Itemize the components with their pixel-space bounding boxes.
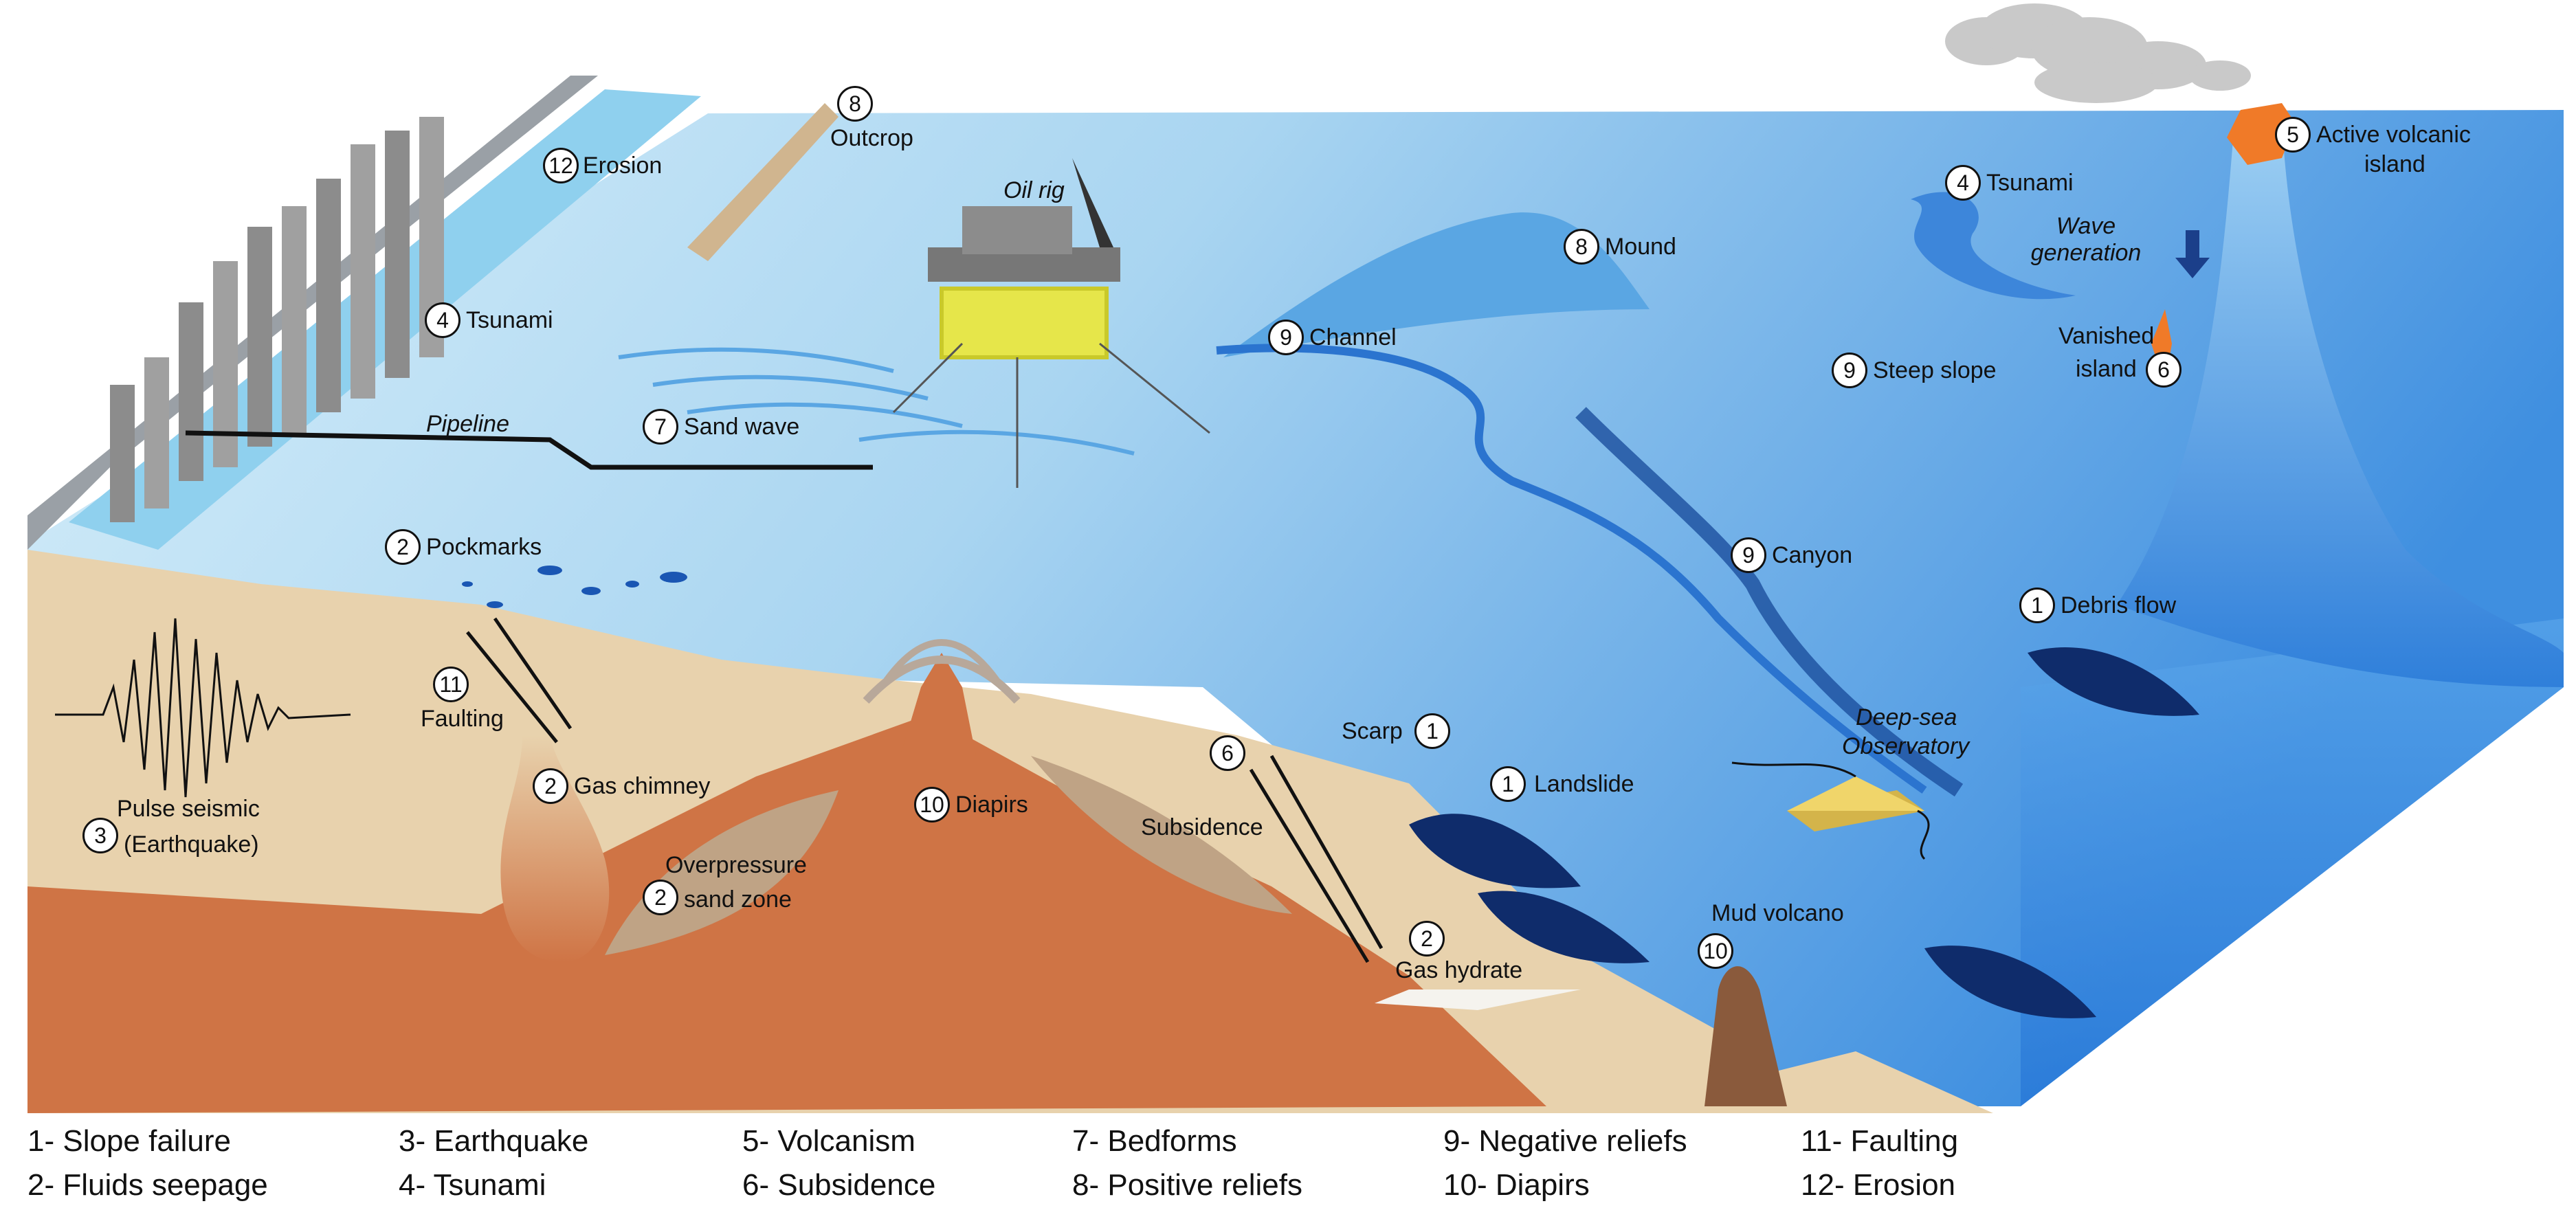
diapir (900, 653, 976, 756)
seafloor-surface (27, 110, 2564, 1106)
subsidence-arrow (2175, 230, 2210, 278)
subsidence-sand-zone (1031, 756, 1292, 914)
tsunami-sea-number: 4 (1945, 165, 1981, 201)
pulse-seismic-label-line1: Pulse seismic (117, 796, 260, 822)
legend-item-12: 12- Erosion (1801, 1168, 1956, 1202)
outcrop-label: Outcrop (830, 125, 913, 151)
sand-wave-number: 7 (643, 409, 678, 445)
landslide-number: 1 (1490, 766, 1526, 802)
deep-sea-observatory (1731, 761, 1930, 860)
volcano-crater (2227, 103, 2296, 165)
erosion-label: Erosion (583, 153, 663, 179)
gas-chimney-number: 2 (533, 768, 568, 804)
landslide-patches (1409, 647, 2199, 1018)
observatory-label-line2: Observatory (1842, 733, 1970, 759)
tsunami-wave (1911, 192, 2076, 300)
gas-hydrate-label: Gas hydrate (1395, 957, 1523, 983)
faults (466, 617, 1384, 963)
vanished-island-label-line1: Vanished (2058, 323, 2155, 349)
mud-volcano-label: Mud volcano (1711, 900, 1844, 926)
mound-label: Mound (1605, 234, 1676, 260)
scarp-label: Scarp (1342, 718, 1403, 744)
tsunami-sea-label: Tsunami (1986, 170, 2074, 196)
channel-label: Channel (1309, 324, 1397, 350)
scarp-number: 1 (1414, 713, 1450, 749)
legend-item-8: 8- Positive reliefs (1072, 1168, 1303, 1202)
gas-hydrate (1375, 989, 1581, 1010)
mound-number: 8 (1564, 229, 1599, 265)
pockmarks (462, 566, 687, 608)
gas-hydrate-number: 2 (1409, 921, 1445, 957)
subsidence-label: Subsidence (1141, 814, 1263, 840)
active-volcanic-island-number: 5 (2275, 117, 2311, 153)
canyon-label: Canyon (1772, 542, 1853, 568)
legend-item-7: 7- Bedforms (1072, 1124, 1237, 1158)
legend-item-5: 5- Volcanism (742, 1124, 915, 1158)
canyon-number: 9 (1731, 537, 1766, 573)
steep-slope-number: 9 (1832, 353, 1867, 388)
mud-volcano-number: 10 (1698, 933, 1733, 969)
gas-chimney (500, 735, 610, 962)
diapirs-number: 10 (914, 787, 950, 823)
debris-flow-number: 1 (2019, 588, 2055, 623)
smoke-cloud (1945, 3, 2251, 103)
seismic-trace (55, 618, 351, 798)
tsunami-coast-label: Tsunami (466, 307, 553, 333)
mud-volcano (1705, 966, 1787, 1106)
pulse-seismic-number: 3 (82, 818, 118, 853)
legend-item-9: 9- Negative reliefs (1443, 1124, 1687, 1158)
active-volcanic-island-label-line1: Active volcanic (2316, 122, 2471, 148)
legend-item-2: 2- Fluids seepage (27, 1168, 268, 1202)
legend-item-10: 10- Diapirs (1443, 1168, 1590, 1202)
gas-chimney-label: Gas chimney (574, 773, 711, 799)
subsidence-number: 6 (1210, 735, 1245, 771)
overpressure-number: 2 (643, 880, 678, 915)
debris-flow-label: Debris flow (2061, 592, 2177, 618)
active-volcanic-island (2117, 117, 2564, 687)
mantle-layer (27, 715, 1546, 1113)
diapir-arc-2 (883, 639, 1000, 682)
diapir-arc-1 (863, 656, 1021, 704)
legend-item-3: 3- Earthquake (399, 1124, 589, 1158)
oil-rig (892, 158, 1210, 488)
faulting-label: Faulting (421, 706, 504, 732)
sand-wave-label: Sand wave (684, 414, 800, 440)
erosion-number: 12 (543, 148, 579, 183)
pockmarks-number: 2 (385, 529, 421, 565)
legend-item-1: 1- Slope failure (27, 1124, 231, 1158)
channel (1216, 344, 1927, 794)
landslide-label: Landslide (1534, 771, 1634, 797)
overpressure-label-line1: Overpressure (665, 852, 807, 878)
diapirs-label: Diapirs (955, 792, 1028, 818)
outcrop (687, 103, 839, 261)
mound (1223, 212, 1650, 357)
pipeline-label: Pipeline (426, 411, 509, 437)
legend-item-6: 6- Subsidence (742, 1168, 936, 1202)
overpressure-label-line2: sand zone (684, 886, 792, 913)
vanished-island-number: 6 (2146, 352, 2181, 388)
oil-rig-label: Oil rig (1003, 177, 1065, 203)
tsunami-coast-number: 4 (425, 302, 460, 338)
outcrop-number: 8 (837, 86, 873, 122)
faulting-number: 11 (433, 667, 469, 702)
pipeline (185, 430, 873, 470)
wave-generation-label: Wave generation (2030, 213, 2142, 267)
active-volcanic-island-label-line2: island (2364, 151, 2425, 177)
canyon (1575, 407, 1964, 797)
vanished-island-label-line2: island (2076, 356, 2137, 382)
channel-number: 9 (1268, 320, 1304, 355)
legend-item-4: 4- Tsunami (399, 1168, 546, 1202)
pulse-seismic-label-line2: (Earthquake) (124, 831, 259, 858)
observatory-label-line1: Deep-sea (1856, 704, 1957, 730)
steep-slope-label: Steep slope (1873, 357, 1997, 383)
pockmarks-label: Pockmarks (426, 534, 542, 560)
sand-waves (618, 347, 1135, 456)
right-block-face (2021, 618, 2564, 1106)
legend-item-11: 11- Faulting (1801, 1124, 1959, 1158)
